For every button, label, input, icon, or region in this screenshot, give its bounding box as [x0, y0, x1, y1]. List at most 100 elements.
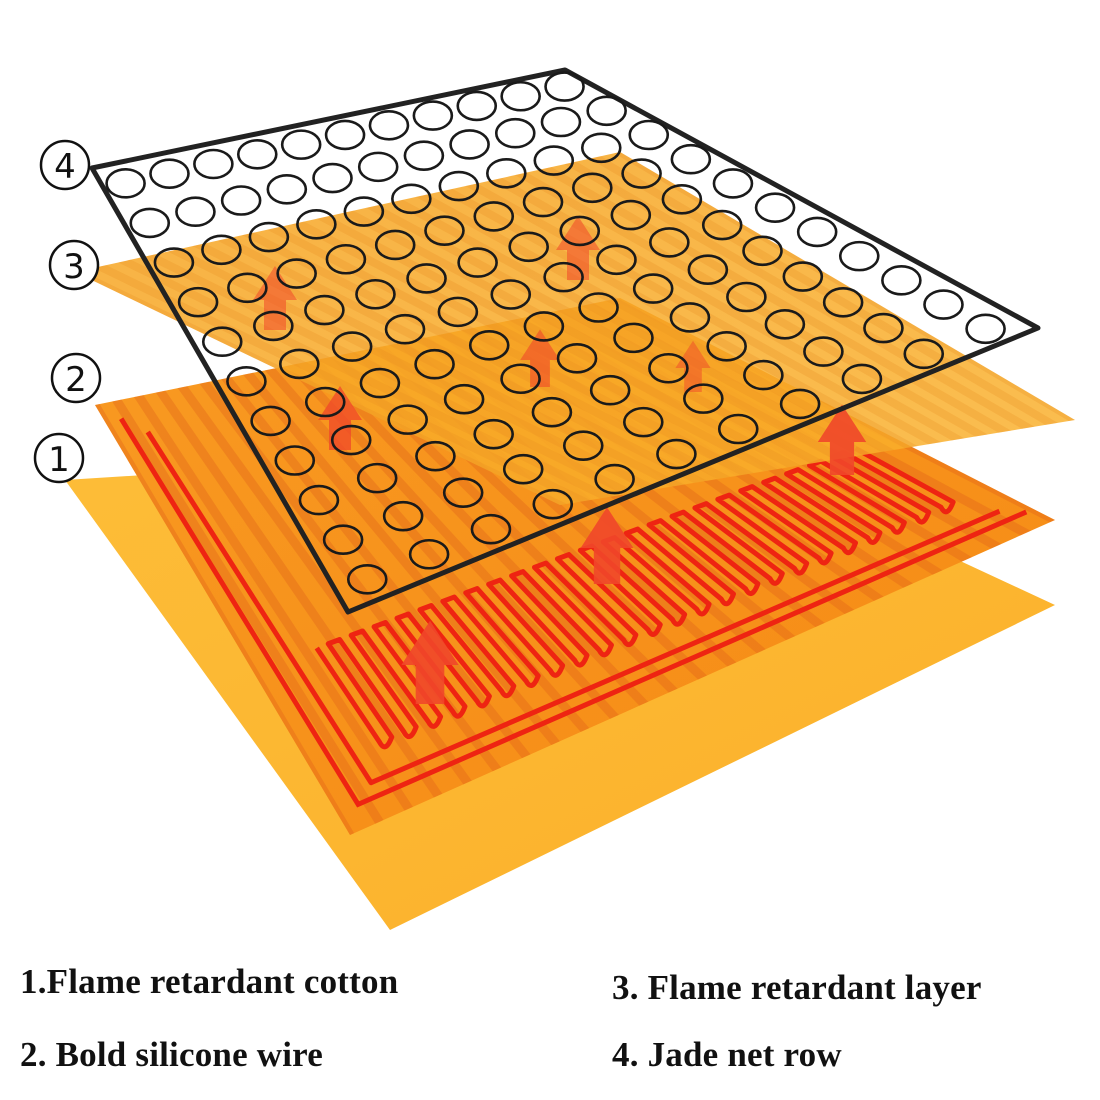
net-hole: [424, 215, 465, 246]
net-hole: [838, 240, 880, 272]
net-hole: [266, 173, 308, 205]
net-hole: [580, 132, 622, 164]
net-hole: [406, 263, 447, 294]
net-hole: [841, 363, 883, 395]
net-hole: [280, 129, 322, 160]
net-hole: [540, 106, 582, 138]
net-hole: [661, 183, 703, 215]
net-hole: [622, 406, 664, 438]
legend-item-2: 2. Bold silicone wire: [20, 1035, 323, 1074]
net-hole: [712, 168, 754, 199]
net-hole: [274, 445, 316, 476]
net-hole: [522, 186, 564, 218]
net-hole: [470, 513, 512, 545]
net-hole: [253, 310, 294, 342]
layer-marker-4: 4: [39, 139, 91, 191]
net-hole: [457, 247, 498, 278]
heat-arrow: [401, 620, 459, 704]
net-hole: [523, 311, 565, 342]
net-hole: [628, 119, 670, 151]
net-hole: [544, 71, 585, 102]
svg-text:1: 1: [48, 440, 70, 480]
net-hole: [438, 170, 480, 202]
net-hole: [456, 90, 498, 122]
net-hole: [201, 234, 242, 266]
net-hole: [177, 286, 219, 318]
net-hole: [532, 488, 574, 520]
legend-item-1: 1.Flame retardant cotton: [20, 962, 399, 1001]
svg-text:3: 3: [63, 247, 85, 287]
net-hole: [296, 208, 337, 240]
svg-text:2: 2: [65, 360, 87, 400]
net-hole: [304, 386, 346, 418]
net-hole: [726, 281, 767, 313]
net-hole: [586, 95, 627, 127]
silicone-wire: [119, 417, 1028, 808]
net-hole: [706, 330, 747, 362]
net-hole: [743, 359, 784, 391]
net-hole: [442, 477, 484, 508]
net-hole: [278, 348, 320, 380]
net-hole: [368, 109, 410, 141]
layer-diagram: 4 3 2 1: [33, 67, 1075, 930]
net-hole: [226, 366, 267, 397]
net-hole: [486, 157, 527, 189]
net-hole: [923, 289, 964, 320]
net-hole: [414, 348, 455, 380]
net-hole: [346, 563, 388, 595]
net-hole: [105, 168, 146, 199]
layer-marker-2: 2: [50, 352, 102, 404]
heat-arrow: [580, 507, 634, 584]
net-hole: [649, 227, 690, 258]
net-hole: [276, 258, 317, 289]
net-hole: [531, 396, 573, 428]
net-hole: [717, 413, 759, 445]
net-hole: [443, 383, 485, 415]
net-hole: [322, 524, 364, 555]
net-hole: [193, 148, 234, 180]
net-hole: [687, 254, 729, 286]
net-hole: [502, 453, 544, 485]
net-hole: [175, 196, 216, 228]
layer-marker-1: 1: [33, 432, 85, 484]
net-hole: [559, 215, 601, 247]
net-hole: [355, 278, 396, 310]
net-hole: [357, 151, 399, 183]
net-hole: [330, 424, 372, 456]
net-hole: [325, 243, 367, 275]
net-hole: [248, 221, 290, 253]
net-hole: [149, 158, 190, 189]
net-hole: [589, 374, 631, 406]
net-hole: [201, 326, 243, 358]
net-hole: [298, 484, 340, 516]
net-hole: [621, 158, 662, 189]
net-hole: [153, 247, 195, 278]
net-hole: [437, 296, 479, 328]
net-hole: [578, 292, 619, 323]
net-hole: [473, 201, 515, 232]
net-hole: [779, 388, 821, 420]
legend-item-3: 3. Flame retardant layer: [612, 968, 982, 1007]
net-hole: [754, 192, 796, 223]
net-hole: [391, 183, 432, 215]
legend: 1.Flame retardant cotton 2. Bold silicon…: [0, 940, 1100, 1100]
net-hole: [632, 273, 674, 304]
net-hole: [562, 430, 604, 461]
net-hole: [356, 462, 398, 494]
net-hole: [965, 313, 1006, 345]
net-hole: [415, 440, 456, 472]
net-hole: [782, 261, 824, 292]
net-hole: [764, 309, 806, 340]
net-hole: [742, 235, 783, 267]
net-hole: [331, 331, 373, 362]
net-hole: [701, 209, 743, 241]
net-hole: [129, 207, 171, 239]
net-outline: [89, 67, 1041, 615]
heat-arrow: [817, 404, 867, 475]
net-hole: [863, 312, 904, 344]
layer-marker-3: 3: [48, 239, 100, 291]
net-hole: [312, 162, 353, 194]
net-hole: [343, 196, 385, 227]
net-hole: [656, 438, 697, 470]
heat-arrow: [520, 329, 560, 387]
